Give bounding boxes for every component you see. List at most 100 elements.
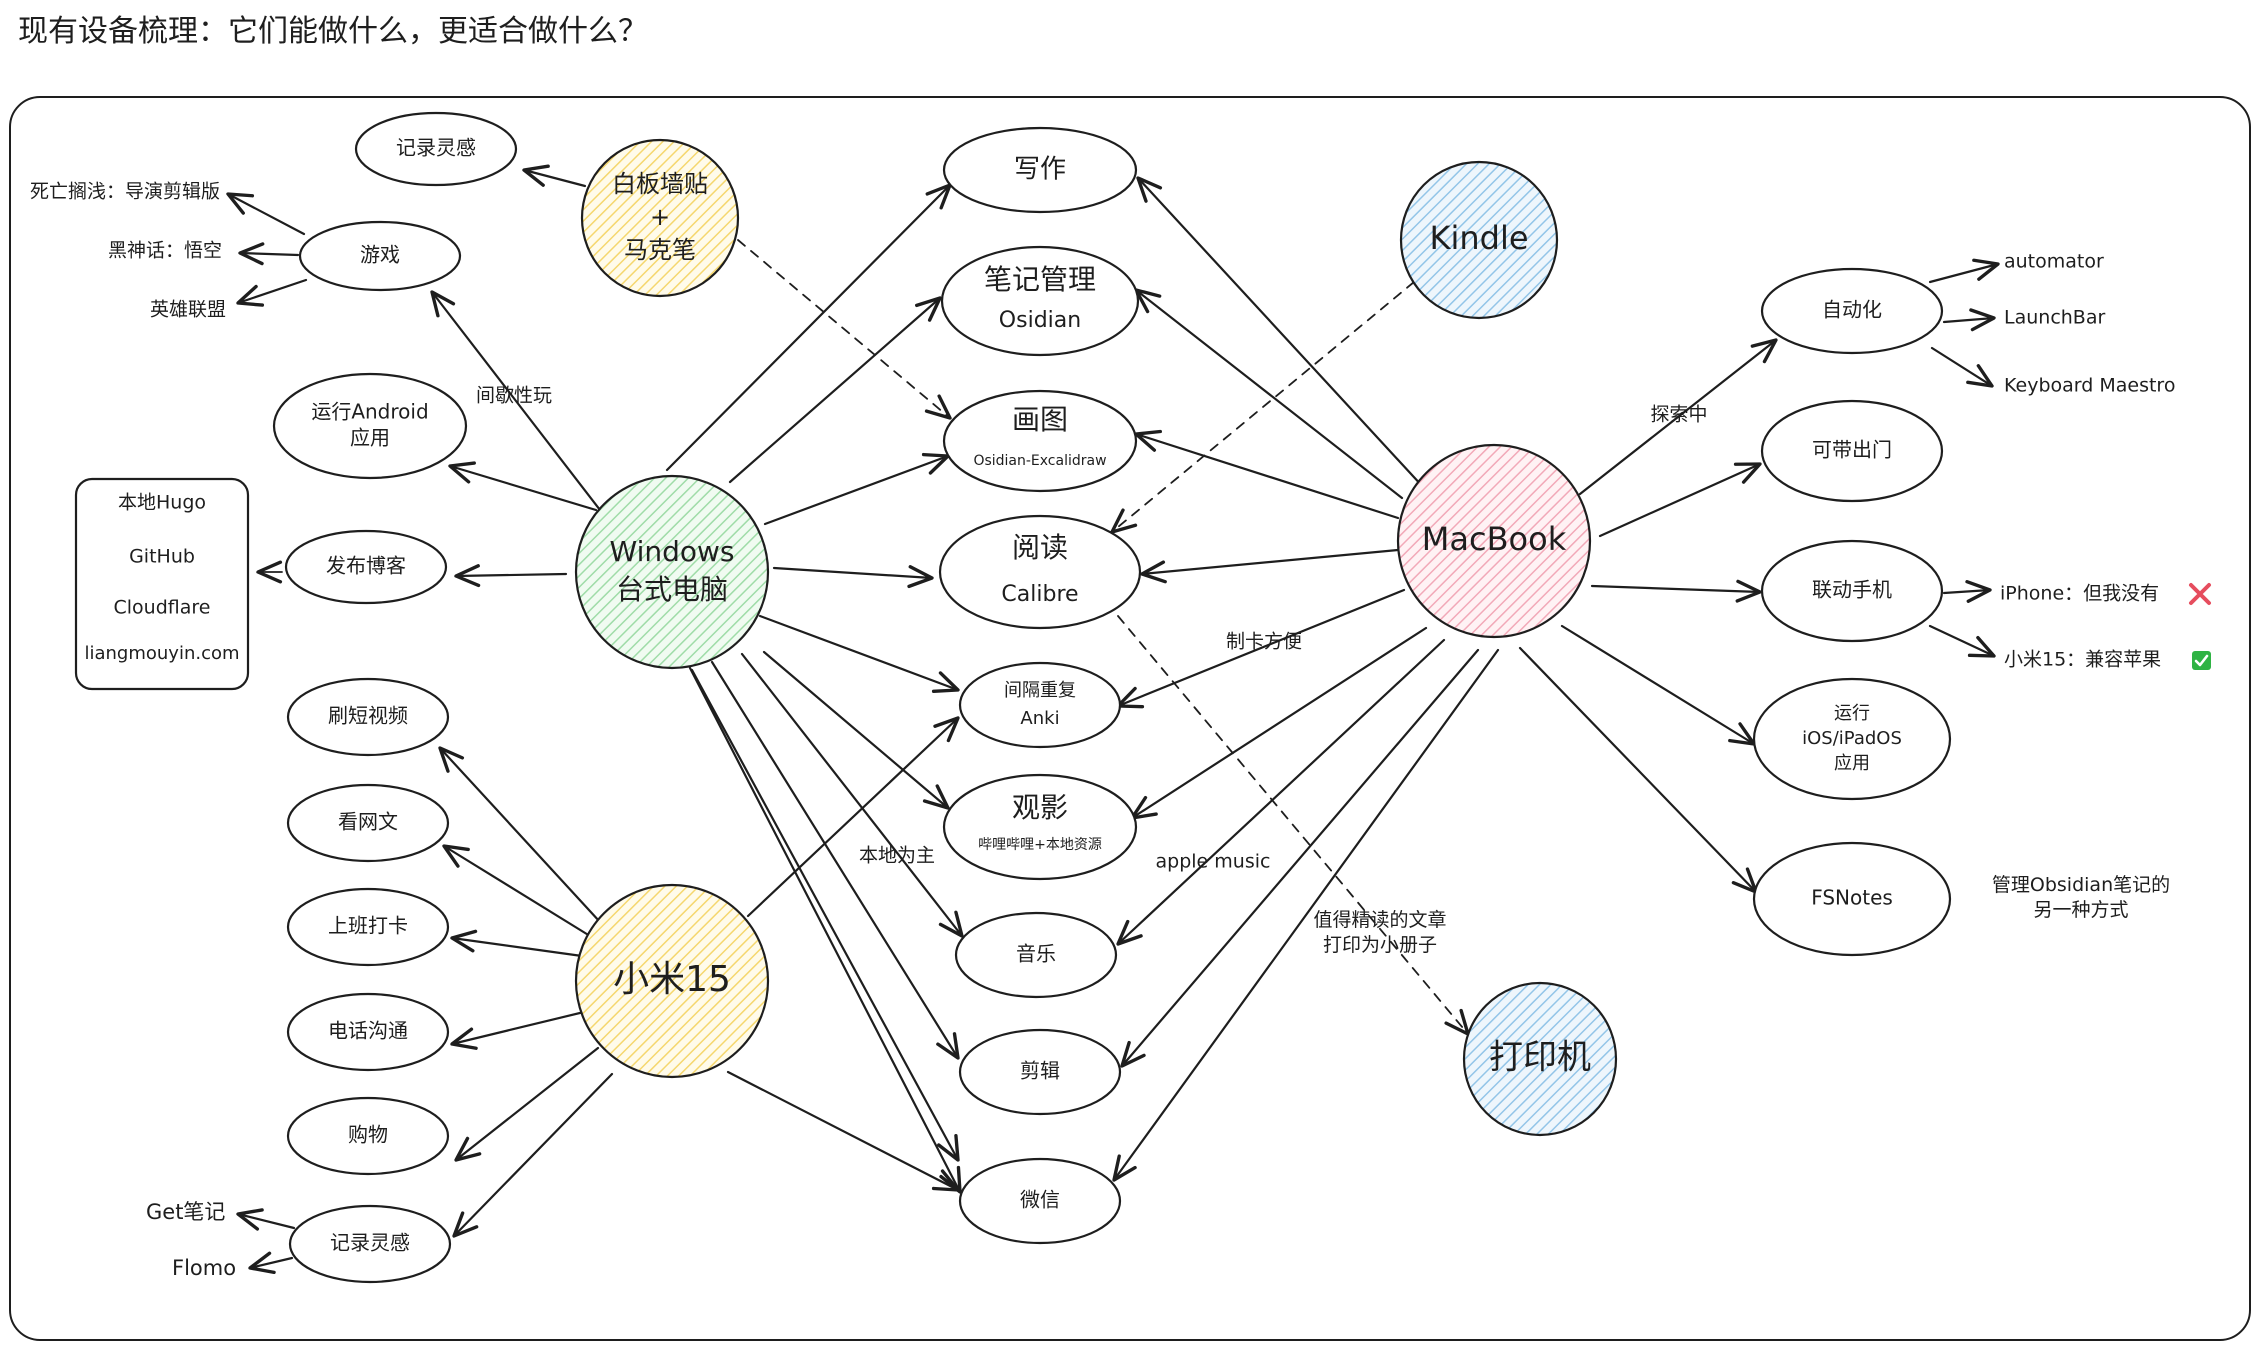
games-node: 游戏 <box>298 220 462 292</box>
xiaomi-to-web-novel <box>442 844 592 938</box>
macbook-to-portable <box>1598 462 1762 538</box>
automation-app-2: Keyboard Maestro <box>2004 375 2175 397</box>
phone-call-node-label: 电话沟通 <box>328 1019 408 1043</box>
web-novel-node-label: 看网文 <box>338 810 398 834</box>
fsnotes-note: 管理Obsidian笔记的另一种方式 <box>1992 874 2170 921</box>
whiteboard-to-inspire <box>522 164 587 188</box>
xiaomi-to-shopping <box>454 1046 600 1162</box>
cross-mark-icon <box>2189 583 2211 605</box>
wechat-node-label: 微信 <box>1020 1188 1060 1212</box>
inspire-to-flomo <box>248 1251 294 1275</box>
phone-option-xiaomi: 小米15：兼容苹果 <box>2004 649 2161 671</box>
whiteboard-node-label: 白板墙贴+马克笔 <box>612 170 708 264</box>
xiaomi-to-short-video <box>438 746 602 924</box>
web-novel-node: 看网文 <box>286 783 450 863</box>
blog-node-label: 发布博客 <box>326 554 406 578</box>
printer-node-label: 打印机 <box>1489 1038 1591 1078</box>
edge-label-apple-music: apple music <box>1156 851 1271 873</box>
whiteboard-to-drawing <box>737 239 952 420</box>
games-to-wukong <box>238 242 300 266</box>
phone-option-iphone: iPhone：但我没有 <box>2000 583 2159 605</box>
blog-node: 发布博客 <box>284 529 448 605</box>
macbook-to-drawing <box>1134 429 1400 520</box>
automation-app-1: LaunchBar <box>2004 307 2105 329</box>
macbook-to-edit <box>1120 648 1480 1068</box>
reading-to-printer <box>1117 615 1470 1036</box>
kindle-node: Kindle <box>1399 160 1559 320</box>
macbook-to-fsnotes <box>1518 646 1758 894</box>
video-node-label: 观影哔哩哔哩+本地资源 <box>978 791 1102 853</box>
portable-node: 可带出门 <box>1760 399 1944 503</box>
windows-to-music <box>740 652 964 938</box>
macbook-to-reading <box>1140 548 1400 584</box>
xiaomi-to-anki <box>746 716 960 918</box>
windows-to-wechat-2 <box>690 668 960 1162</box>
game-title-0: 死亡搁浅：导演剪辑版 <box>30 181 220 203</box>
macbook-to-wechat <box>1112 648 1500 1182</box>
blog-step-1: GitHub <box>129 546 195 568</box>
xiaomi-node-label: 小米15 <box>613 959 731 1000</box>
windows-to-android <box>448 461 598 512</box>
kindle-to-reading <box>1110 281 1415 534</box>
automation-to-automator <box>1928 258 2000 284</box>
xiaomi-node: 小米15 <box>574 883 770 1079</box>
games-node-label: 游戏 <box>360 243 400 267</box>
windows-to-wechat <box>688 666 962 1194</box>
clock-in-node-label: 上班打卡 <box>328 914 408 938</box>
edge-label-local-first: 本地为主 <box>859 845 935 867</box>
video-node: 观影哔哩哔哩+本地资源 <box>942 773 1138 881</box>
macbook-to-video <box>1130 626 1428 820</box>
wechat-node: 微信 <box>958 1157 1122 1245</box>
writing-node-label: 写作 <box>1014 155 1066 185</box>
macbook-to-writing <box>1136 176 1426 490</box>
windows-to-reading <box>772 565 934 589</box>
shopping-node-label: 购物 <box>348 1123 388 1147</box>
phone-call-node: 电话沟通 <box>286 992 450 1072</box>
edge-label-print-note: 值得精读的文章打印为小册子 <box>1313 909 1446 956</box>
fsnotes-node: FSNotes <box>1752 841 1952 957</box>
whiteboard-node: 白板墙贴+马克笔 <box>580 138 740 298</box>
edit-node: 剪辑 <box>958 1028 1122 1116</box>
game-title-1: 黑神话：悟空 <box>108 240 222 262</box>
game-title-2: 英雄联盟 <box>150 299 226 321</box>
xiaomi-to-inspire <box>452 1072 614 1238</box>
inspire-top-node: 记录灵感 <box>354 111 518 187</box>
edge-layer <box>156 164 2000 1275</box>
edge-label-exploring: 探索中 <box>1650 404 1707 426</box>
xiaomi-to-phone-call <box>450 1010 586 1050</box>
windows-to-games <box>430 290 602 512</box>
macbook-node: MacBook <box>1396 443 1592 639</box>
inspire-bottom-node: 记录灵感 <box>288 1204 452 1284</box>
edge-label-occasional: 间歇性玩 <box>476 385 552 407</box>
portable-node-label: 可带出门 <box>1812 438 1892 462</box>
macbook-to-ios <box>1560 624 1756 746</box>
automation-node: 自动化 <box>1760 267 1944 355</box>
macbook-to-phone-link <box>1590 579 1762 603</box>
macbook-to-anki <box>1116 588 1406 709</box>
page-title: 现有设备梳理：它们能做什么，更适合做什么？ <box>18 14 648 49</box>
inspire-to-get <box>236 1208 296 1231</box>
games-to-death-stranding <box>226 192 306 236</box>
short-video-node: 刷短视频 <box>286 677 450 757</box>
windows-to-notes <box>728 296 942 484</box>
check-mark-icon <box>2192 651 2211 670</box>
macbook-to-automation <box>1578 338 1778 496</box>
games-to-lol <box>236 278 308 307</box>
diagram-frame <box>9 96 2251 1341</box>
automation-app-0: automator <box>2004 251 2104 273</box>
inspire-top-node-label: 记录灵感 <box>396 136 476 160</box>
blog-step-2: Cloudflare <box>114 597 211 619</box>
automation-to-launchbar <box>1942 308 1996 332</box>
phone-link-to-iphone <box>1942 579 1992 603</box>
phone-link-node-label: 联动手机 <box>1812 578 1892 602</box>
shopping-node: 购物 <box>286 1096 450 1176</box>
